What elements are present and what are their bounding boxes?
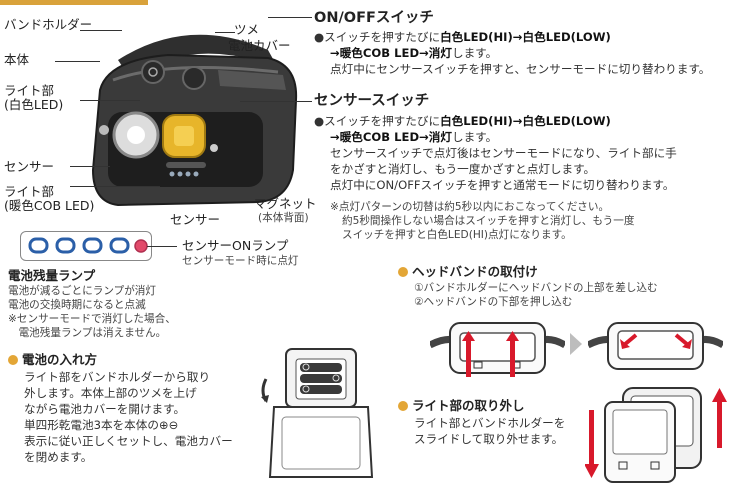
header-accent-bar bbox=[0, 0, 148, 5]
battery-insert-line-3: ながら電池カバーを開けます。 bbox=[24, 402, 186, 416]
onoff-line-2: →暖色COB LED→消灯します。 bbox=[330, 46, 498, 60]
remove-light-illustration bbox=[585, 387, 727, 483]
leader-line bbox=[268, 17, 312, 18]
step-arrow-icon bbox=[570, 333, 582, 355]
leader-line bbox=[147, 246, 177, 247]
bullet-icon bbox=[8, 355, 18, 365]
battery-insert-line-5: 表示に従い正しくセットし、電池カバー bbox=[24, 434, 233, 448]
headlamp-illustration bbox=[91, 34, 298, 207]
label-battery-cover: 電池カバー bbox=[228, 38, 291, 53]
battery-lamp-note-1: 電池が減るごとにランプが消灯 bbox=[8, 285, 156, 297]
label-magnet: マグネット bbox=[254, 196, 317, 211]
headband-title: ヘッドバンドの取付け bbox=[398, 264, 538, 279]
battery-lamp-note-3: ※センサーモードで消灯した場合、 bbox=[8, 313, 176, 325]
leader-line bbox=[80, 30, 122, 31]
label-sensor-on-lamp-sub: センサーモード時に点灯 bbox=[182, 255, 299, 267]
label-light-white-sub: (白色LED) bbox=[4, 97, 64, 112]
sensor-note-2: 約5秒間操作しない場合はスイッチを押すと消灯し、もう一度 bbox=[342, 215, 635, 227]
headband-step-2: ②ヘッドバンドの下部を押し込む bbox=[414, 296, 573, 308]
sensor-line-2: →暖色COB LED→消灯します。 bbox=[330, 130, 498, 144]
label-body: 本体 bbox=[4, 52, 30, 67]
onoff-title: ON/OFFスイッチ bbox=[314, 10, 434, 26]
headband-step1-illustration bbox=[430, 322, 565, 377]
battery-insert-title: 電池の入れ方 bbox=[8, 352, 97, 367]
sensor-note-3: スイッチを押すと白色LED(HI)点灯になります。 bbox=[342, 229, 572, 241]
sensor-switch-title: センサースイッチ bbox=[314, 93, 430, 109]
label-battery-lamp: 電池残量ランプ bbox=[8, 268, 96, 283]
battery-insert-line-1: ライト部をバンドホルダーから取り bbox=[24, 370, 211, 384]
battery-lamp-note-4: 電池残量ランプは消えません。 bbox=[8, 327, 167, 339]
battery-compartment-illustration bbox=[261, 348, 374, 478]
label-sensor-bottom: センサー bbox=[170, 212, 221, 227]
bullet-icon bbox=[398, 267, 408, 277]
sensor-line-4: をかざすと消灯し、もう一度かざすと点灯します。 bbox=[330, 162, 596, 176]
label-light-warm-sub: (暖色COB LED) bbox=[4, 198, 95, 213]
headband-step-1: ①バンドホルダーにヘッドバンドの上部を差し込む bbox=[414, 282, 658, 294]
bullet-icon bbox=[398, 401, 408, 411]
remove-line-2: スライドして取り外せます。 bbox=[414, 432, 564, 446]
onoff-line-3: 点灯中にセンサースイッチを押すと、センサーモードに切り替わります。 bbox=[330, 62, 711, 76]
label-sensor-left: センサー bbox=[4, 159, 55, 174]
battery-insert-line-6: を閉めます。 bbox=[24, 450, 93, 464]
label-tsume: ツメ bbox=[234, 22, 260, 37]
leader-line bbox=[70, 166, 110, 167]
battery-insert-line-4: 単四形乾電池3本を本体の⊕⊖ bbox=[24, 418, 179, 432]
label-magnet-sub: (本体背面) bbox=[258, 212, 309, 224]
sensor-note-1: ※点灯パターンの切替は約5秒以内におこなってください。 bbox=[330, 201, 610, 213]
label-light-warm: ライト部 bbox=[4, 184, 55, 199]
headband-step2-illustration bbox=[588, 322, 723, 370]
sensor-line-5: 点灯中にON/OFFスイッチを押すと通常モードに切り替わります。 bbox=[330, 178, 675, 192]
onoff-line-1: ●スイッチを押すたびに白色LED(HI)→白色LED(LOW) bbox=[314, 30, 611, 44]
leader-line bbox=[215, 32, 235, 33]
label-light-white: ライト部 bbox=[4, 83, 55, 98]
remove-line-1: ライト部とバンドホルダーを bbox=[414, 416, 566, 430]
label-sensor-on-lamp: センサーONランプ bbox=[182, 238, 289, 253]
leader-line bbox=[80, 100, 140, 101]
battery-lamps bbox=[28, 237, 148, 254]
battery-lamp-note-2: 電池の交換時期になると点滅 bbox=[8, 299, 146, 311]
leader-line bbox=[70, 186, 160, 187]
leader-line bbox=[55, 61, 100, 62]
battery-insert-line-2: 外します。本体上部のツメを上げ bbox=[24, 386, 197, 400]
remove-title: ライト部の取り外し bbox=[398, 398, 525, 413]
sensor-line-1: ●スイッチを押すたびに白色LED(HI)→白色LED(LOW) bbox=[314, 114, 611, 128]
label-band-holder: バンドホルダー bbox=[4, 17, 93, 32]
sensor-line-3: センサースイッチで点灯後はセンサーモードになり、ライト部に手 bbox=[330, 146, 677, 160]
leader-line bbox=[240, 101, 312, 102]
